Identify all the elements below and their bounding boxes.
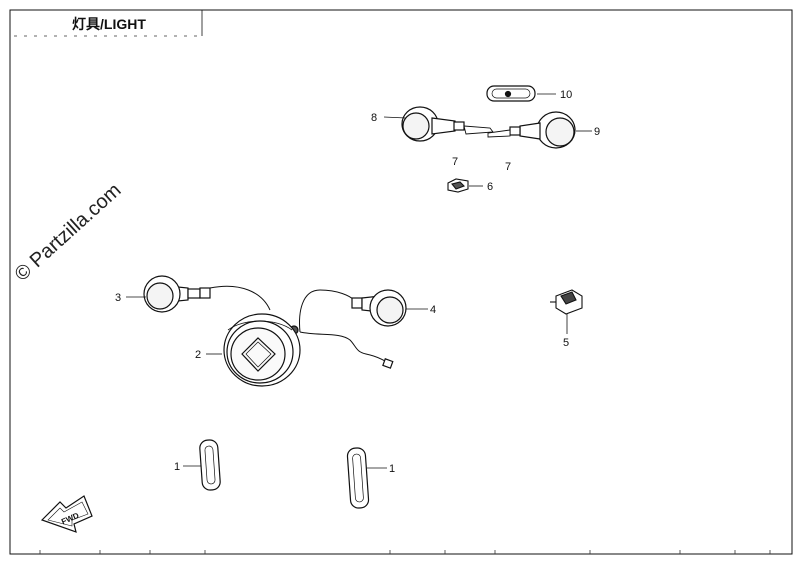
part-3-turn-signal <box>126 275 271 313</box>
callout-6: 6 <box>487 181 493 193</box>
watermark: © Partzilla.com <box>11 179 126 286</box>
callout-3: 3 <box>115 292 121 304</box>
callout-8: 8 <box>371 112 377 124</box>
callout-4: 4 <box>430 304 436 316</box>
diagram-frame <box>9 9 793 555</box>
callout-9: 9 <box>594 126 600 138</box>
part-6-connector <box>447 178 483 193</box>
bottom-ticks <box>39 550 771 554</box>
part-5-switch <box>550 289 583 334</box>
callout-5: 5 <box>563 337 569 349</box>
callout-2: 2 <box>195 349 201 361</box>
part-10-reflector <box>486 85 556 102</box>
forward-arrow-icon: FWD <box>40 495 93 533</box>
part-1-side-reflector-right <box>346 447 387 509</box>
part-8-turn-signal <box>383 106 494 142</box>
callout-10: 10 <box>560 89 572 101</box>
page-title: 灯具/LIGHT <box>72 16 146 32</box>
part-1-side-reflector-left <box>183 439 221 491</box>
part-4-turn-signal <box>299 289 428 369</box>
part-9-turn-signal <box>487 111 592 149</box>
callout-7-right: 7 <box>505 161 511 173</box>
part-2-headlight <box>206 313 301 387</box>
callout-1-right: 1 <box>389 463 395 475</box>
callout-7-left: 7 <box>452 156 458 168</box>
callout-1-left: 1 <box>174 461 180 473</box>
